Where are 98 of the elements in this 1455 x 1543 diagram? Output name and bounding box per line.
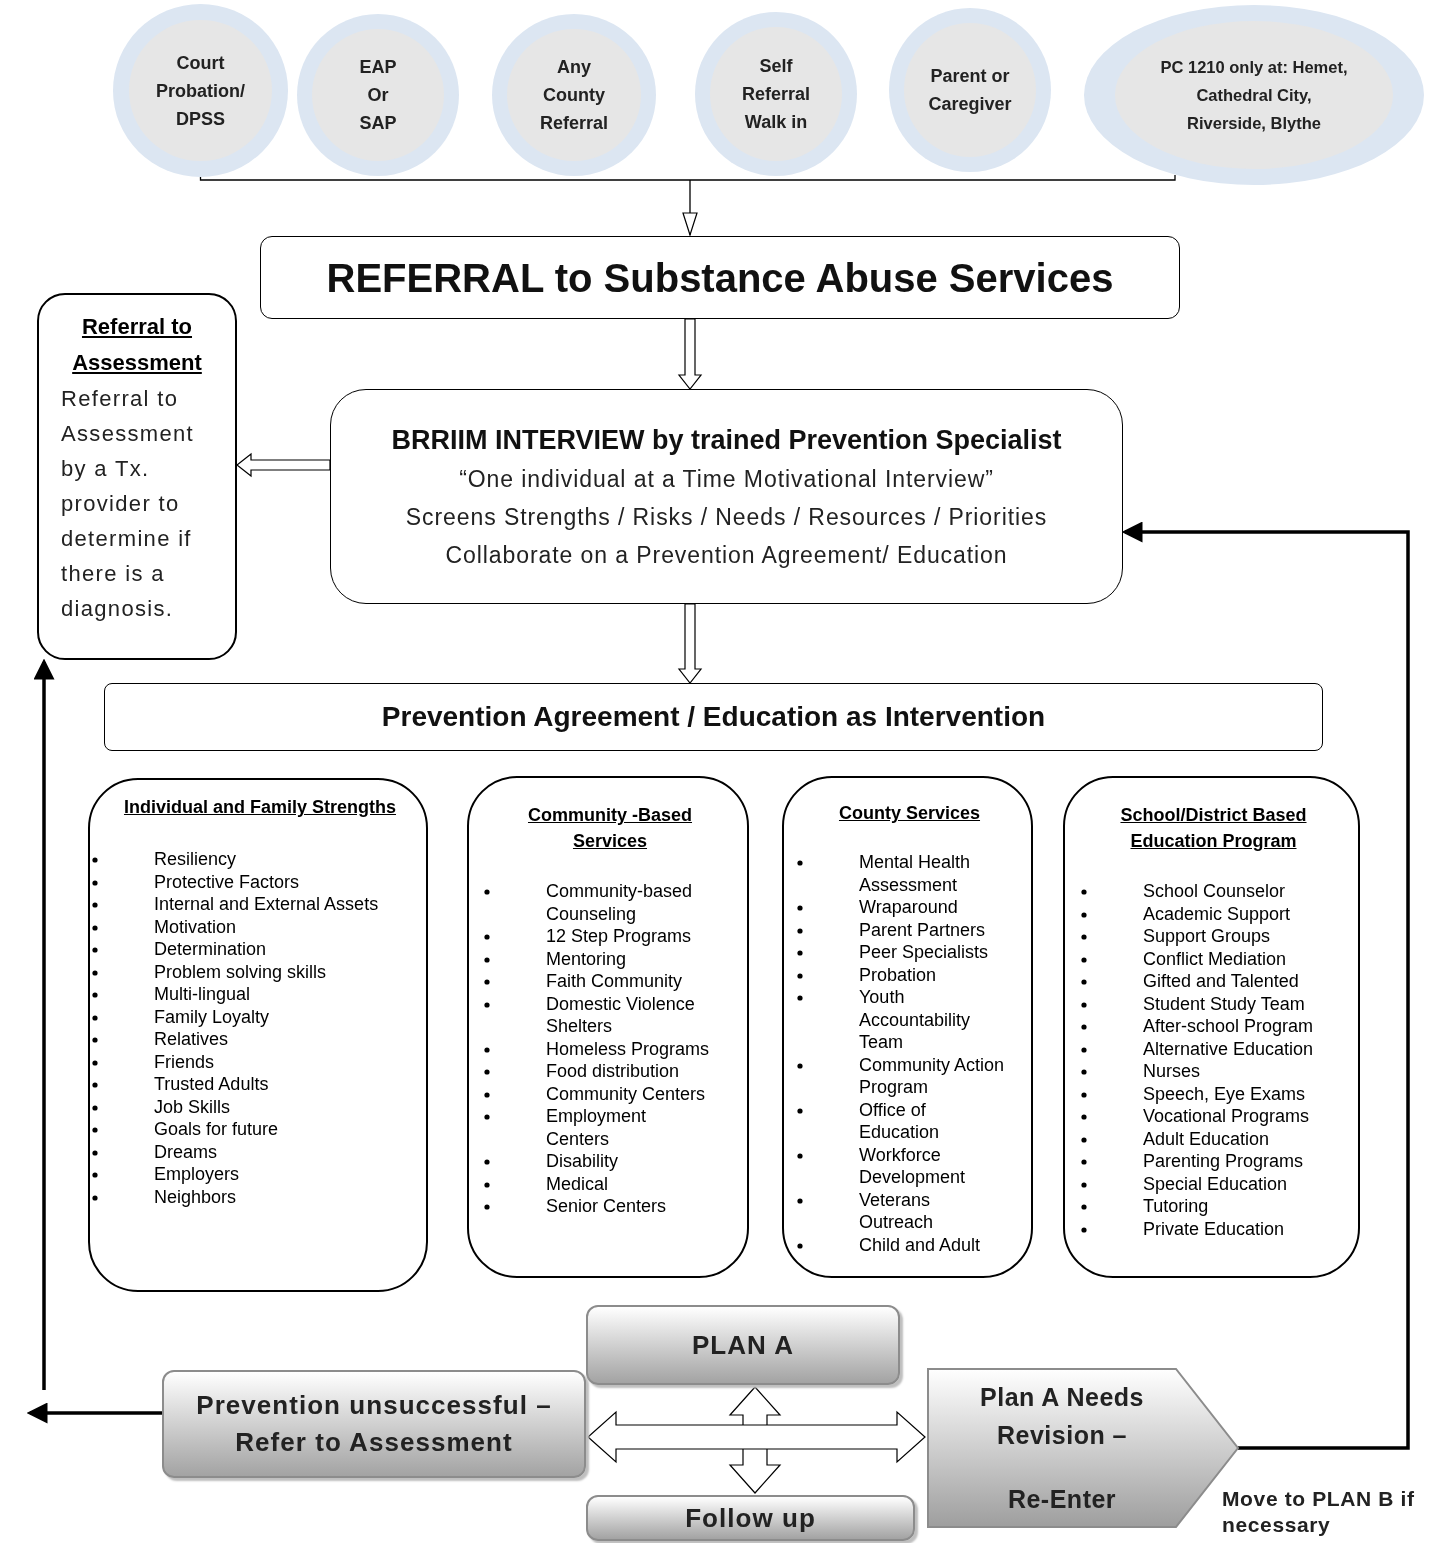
list-item: Academic Support	[1143, 902, 1292, 925]
step-box	[162, 1370, 586, 1478]
hollow-arrow	[236, 452, 331, 478]
list-item: Community Action Program	[859, 1053, 1005, 1099]
node-text: Prevention unsuccessful – Refer to Assessment	[195, 1389, 553, 1459]
list-item: Workforce Development	[859, 1143, 967, 1189]
list-item: Medical	[546, 1172, 610, 1195]
list-item: Employers	[154, 1163, 241, 1186]
list-item: Goals for future	[154, 1118, 280, 1141]
list-heading: County Services	[838, 802, 981, 825]
step-box	[586, 1305, 900, 1385]
list-item: Parent Partners	[859, 918, 987, 941]
node-text: Court Probation/ DPSS	[155, 51, 246, 131]
list-item: Food distribution	[546, 1060, 681, 1083]
arrow	[26, 1402, 162, 1424]
list-item: Speech, Eye Exams	[1143, 1082, 1307, 1105]
node-text: PC 1210 only at: Hemet, Cathedral City, Riverside, Blythe	[1159, 57, 1349, 134]
node-text: EAP Or SAP	[358, 56, 398, 135]
node-text: Follow up	[684, 1501, 817, 1535]
note-text: Move to PLAN B if necessary	[1222, 1486, 1416, 1538]
list-item: Relatives	[154, 1028, 230, 1051]
arrow	[33, 658, 55, 1390]
list-item: School Counselor	[1143, 880, 1287, 903]
hollow-arrow	[677, 318, 703, 390]
list-item: Job Skills	[154, 1095, 232, 1118]
node-text: Collaborate on a Prevention Agreement/ Education	[445, 540, 1008, 570]
node-text: Referral to Assessment by a Tx. provider to determine if there is a diagnosis.	[61, 385, 196, 623]
list-heading: Individual and Family Strengths	[123, 796, 396, 819]
list-item: Neighbors	[154, 1185, 238, 1208]
list-item: Vocational Programs	[1143, 1105, 1311, 1128]
node-text: Re-Enter	[1006, 1484, 1118, 1515]
list-item: Faith Community	[546, 970, 684, 993]
list-item: Student Study Team	[1143, 992, 1306, 1015]
list-item: Mentoring	[546, 947, 628, 970]
list-item: Multi-lingual	[154, 983, 252, 1006]
list-item: Dreams	[154, 1140, 218, 1163]
node-text: Prevention Agreement / Education as Intervention	[381, 700, 1046, 734]
list-item: After-school Program	[1143, 1015, 1315, 1038]
list-item: Support Groups	[1143, 925, 1272, 948]
process-box	[104, 683, 1323, 751]
list-item: Adult Education	[1143, 1127, 1271, 1150]
node-text: Referral to Assessment	[71, 313, 203, 377]
service-list-box	[467, 776, 749, 1278]
list-item: Alternative Education	[1143, 1037, 1315, 1060]
list-item: Peer Specialists	[859, 941, 990, 964]
list-item: Disability	[546, 1150, 620, 1173]
service-list-box	[88, 778, 428, 1292]
list-item: Senior Centers	[546, 1195, 668, 1218]
node-text: REFERRAL to Substance Abuse Services	[326, 254, 1114, 302]
list-item: Probation	[859, 963, 938, 986]
service-list-box	[1063, 776, 1360, 1278]
process-box	[260, 236, 1180, 319]
list-item: Private Education	[1143, 1217, 1286, 1240]
node-text: “One individual at a Time Motivational Interview”	[459, 464, 994, 494]
process-box	[37, 293, 237, 660]
list-item: Problem solving skills	[154, 960, 328, 983]
list-item: 12 Step Programs	[546, 925, 693, 948]
list-item: Internal and External Assets	[154, 893, 380, 916]
list-item: Mental Health Assessment	[859, 851, 972, 896]
list-item: Family Loyalty	[154, 1005, 271, 1028]
node-text: PLAN A	[690, 1328, 796, 1362]
list-heading: Community -Based Services	[527, 804, 693, 853]
node-text: Parent or Caregiver	[927, 65, 1013, 116]
list-item: Resiliency	[154, 848, 238, 871]
list-item: Community Centers	[546, 1082, 707, 1105]
list-item: Determination	[154, 938, 268, 961]
list-item: Wraparound	[859, 896, 959, 919]
service-list-box	[782, 776, 1033, 1278]
list-item: Community-based Counseling	[546, 880, 694, 925]
list-item: Office of Education	[859, 1098, 941, 1144]
node-text: BRRIIM INTERVIEW by trained Prevention Specialist	[391, 423, 1062, 457]
list-item: Nurses	[1143, 1060, 1201, 1083]
list-item: Friends	[154, 1050, 216, 1073]
list-item: Domestic Violence Shelters	[546, 992, 696, 1038]
list-item: Employment Centers	[546, 1105, 648, 1150]
list-item: Parenting Programs	[1143, 1150, 1305, 1173]
list-heading: School/District Based Education Program	[1119, 804, 1308, 853]
arrow	[199, 174, 1176, 236]
hollow-arrow	[677, 603, 703, 684]
list-item: Child and Adult	[859, 1233, 982, 1256]
arrow	[1121, 521, 1410, 1450]
list-item: Veterans Outreach	[859, 1188, 935, 1234]
list-item: Youth Accountability Team	[859, 986, 972, 1054]
list-item: Trusted Adults	[154, 1073, 270, 1096]
node-text: Screens Strengths / Risks / Needs / Resources / Priorities	[405, 502, 1048, 532]
node-text: Self Referral Walk in	[740, 55, 811, 134]
list-item: Homeless Programs	[546, 1037, 711, 1060]
list-item: Special Education	[1143, 1172, 1289, 1195]
node-text: Any County Referral	[538, 56, 609, 135]
node-text: Plan A Needs Revision –	[979, 1382, 1145, 1451]
step-box	[586, 1495, 915, 1541]
list-item: Protective Factors	[154, 870, 301, 893]
process-box	[330, 389, 1123, 604]
list-item: Tutoring	[1143, 1195, 1210, 1218]
list-item: Conflict Mediation	[1143, 947, 1288, 970]
list-item: Gifted and Talented	[1143, 970, 1300, 993]
list-item: Motivation	[154, 915, 238, 938]
hollow-arrow	[587, 1410, 926, 1464]
